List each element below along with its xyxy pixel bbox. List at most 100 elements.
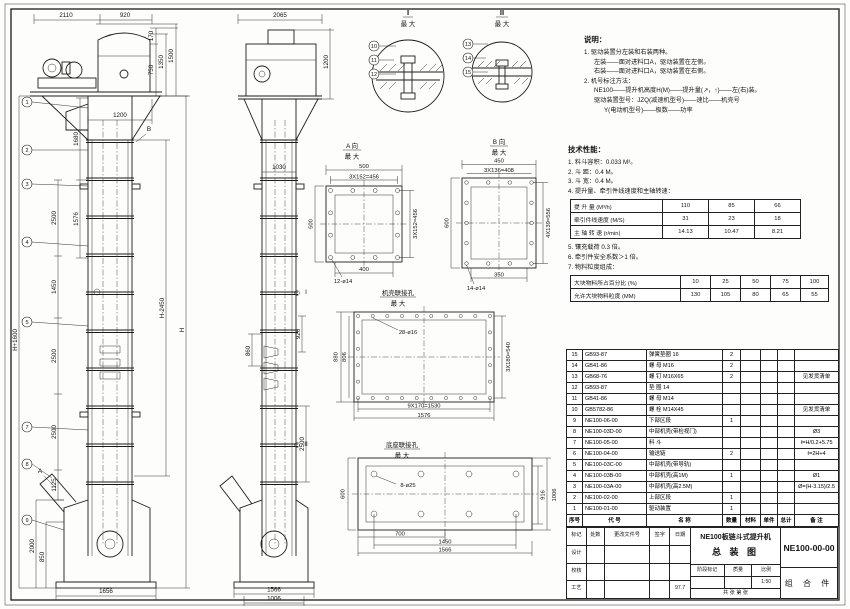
rev-cell: 标记 bbox=[567, 528, 587, 545]
bom-cell bbox=[740, 437, 761, 449]
bom-cell bbox=[777, 393, 795, 405]
detail-casing-view: 机壳联接孔 最 大 880 806 3X180=540 9X170=1530 1… bbox=[334, 288, 512, 421]
bom-header-cell: 名 称 bbox=[646, 514, 723, 527]
sheet-frame bbox=[4, 3, 846, 606]
bom-cell: 驱动装置 bbox=[646, 503, 723, 515]
bom-cell: 5 bbox=[566, 459, 583, 471]
gran-cell: 10 bbox=[680, 275, 711, 290]
note-line: 右装——面对进料口A，驱动装置在右侧。 bbox=[594, 68, 710, 76]
stage-header-row: 阶段标记 质量 比例 bbox=[691, 565, 780, 577]
bom-cell bbox=[740, 360, 761, 372]
bom-cell bbox=[794, 492, 839, 504]
dim-label: 2110 bbox=[59, 12, 73, 19]
bom-cell bbox=[722, 382, 741, 394]
detail-label: I bbox=[407, 8, 409, 17]
notes-title: 说明： bbox=[584, 35, 607, 44]
dim-label: H+1600 bbox=[12, 329, 19, 351]
dim-label: H-2450 bbox=[159, 297, 166, 318]
part-balloon: 10 bbox=[371, 44, 377, 50]
bom-cell: 10 bbox=[566, 404, 583, 416]
bom-cell bbox=[760, 371, 778, 383]
table-row: 主 轴 转 速 (r/min) 14.13 10.47 8.21 bbox=[570, 225, 801, 240]
bom-cell: 4 bbox=[566, 470, 583, 482]
detail-a-view: A 向 最 大 500 3X152=456 500 3X152=456 400 … bbox=[309, 141, 420, 285]
specs-title: 技术性能： bbox=[568, 145, 605, 154]
notes-panel: 说明： 1. 驱动装置分左装和右装两种。 左装——面对进料口A，驱动装置在左侧。… bbox=[584, 34, 838, 115]
perf-cell: 18 bbox=[754, 212, 801, 227]
dim-label: 700 bbox=[395, 532, 405, 538]
bom-cell: 上部区段 bbox=[646, 492, 723, 504]
detail-sublabel: 最 大 bbox=[492, 148, 507, 157]
bom-cell bbox=[722, 437, 741, 449]
bom-cell: 1 bbox=[722, 470, 741, 482]
dim-label: 170 bbox=[148, 30, 155, 41]
bom-cell bbox=[760, 459, 778, 471]
dim-label: 1500 bbox=[168, 49, 175, 63]
section-marker-ii: II bbox=[304, 441, 308, 448]
bom-cell bbox=[777, 360, 795, 372]
bom-cell bbox=[760, 349, 778, 361]
bom-cell: 1 bbox=[722, 492, 741, 504]
bom-cell: GB68-76 bbox=[582, 371, 647, 383]
gran-cell: 65 bbox=[770, 288, 801, 303]
note-line: 驱动装置型号：JZQ(减速机型号)——速比——机壳号 bbox=[594, 97, 740, 105]
bom-cell bbox=[794, 459, 839, 471]
spec-line: 5. 镶充载荷 0.3 倍。 bbox=[568, 244, 625, 252]
drawing-title: NE100板链斗式提升机 总 装 图 bbox=[691, 528, 780, 565]
dim-label: 4X139=556 bbox=[546, 208, 552, 238]
bom-cell: 螺 栓 M14X45 bbox=[646, 404, 723, 416]
perf-cell: 31 bbox=[662, 212, 709, 227]
note-line: 2. 机号标注方法： bbox=[584, 77, 635, 85]
bom-cell bbox=[777, 415, 795, 427]
gran-cell: 大块物料所占百分比 (%) bbox=[570, 275, 681, 290]
sheet-count: 共 张 第 张 bbox=[722, 590, 749, 596]
bom-cell bbox=[740, 503, 761, 515]
stage-cell bbox=[725, 577, 753, 588]
perf-cell: 66 bbox=[754, 199, 801, 214]
bom-cell bbox=[794, 415, 839, 427]
perf-cell: 85 bbox=[708, 199, 755, 214]
dim-label: 1566 bbox=[267, 587, 281, 594]
dim-label: 450 bbox=[494, 159, 504, 165]
detail-ii-view: II 最 大 13 14 15 bbox=[462, 8, 533, 103]
bom-cell: 11 bbox=[566, 393, 583, 405]
bom-cell: 见发货清单 bbox=[794, 404, 839, 416]
bom-cell bbox=[777, 371, 795, 383]
sign-cell bbox=[587, 545, 605, 563]
sign-row: 工艺 97.7 bbox=[567, 581, 690, 598]
rev-cell: 日期 bbox=[674, 532, 686, 538]
sign-cell bbox=[605, 545, 651, 563]
bom-cell bbox=[722, 481, 741, 493]
detail-label: 机壳联接孔 bbox=[382, 288, 415, 297]
dim-label: 3X152=456 bbox=[349, 175, 379, 181]
bom-cell bbox=[777, 382, 795, 394]
detail-label: A 向 bbox=[346, 141, 358, 150]
bom-cell bbox=[740, 448, 761, 460]
bom-cell bbox=[760, 382, 778, 394]
bom-cell bbox=[740, 459, 761, 471]
bom-cell: 螺 母 M16 bbox=[646, 360, 723, 372]
dim-label: 600 bbox=[341, 489, 347, 499]
bom-cell bbox=[760, 448, 778, 460]
part-balloon: 7 bbox=[25, 425, 28, 431]
stage-cell bbox=[691, 577, 725, 588]
dim-label: 1006 bbox=[267, 596, 281, 603]
spec-line: 7. 物料粒度组成： bbox=[568, 263, 619, 271]
side-elevation-view: 2065 1200 1030 926 860 2500 1566 1006 I … bbox=[219, 12, 334, 606]
spec-line: 1. 料斗容积：0.033 M³。 bbox=[568, 159, 637, 166]
perf-cell: 14.13 bbox=[662, 225, 709, 240]
part-balloon: 4 bbox=[25, 240, 28, 246]
note-line: NE100——提升机高度H(M)——提升量(↗，↑)——左(右)装。 bbox=[594, 87, 761, 95]
bom-cell: NE100-05-00 bbox=[582, 437, 647, 449]
bom-cell bbox=[760, 393, 778, 405]
bom-cell: 9 bbox=[566, 415, 583, 427]
dim-label: 1576 bbox=[73, 212, 80, 226]
sign-cell bbox=[587, 563, 605, 581]
dim-label: 1576 bbox=[418, 413, 431, 419]
